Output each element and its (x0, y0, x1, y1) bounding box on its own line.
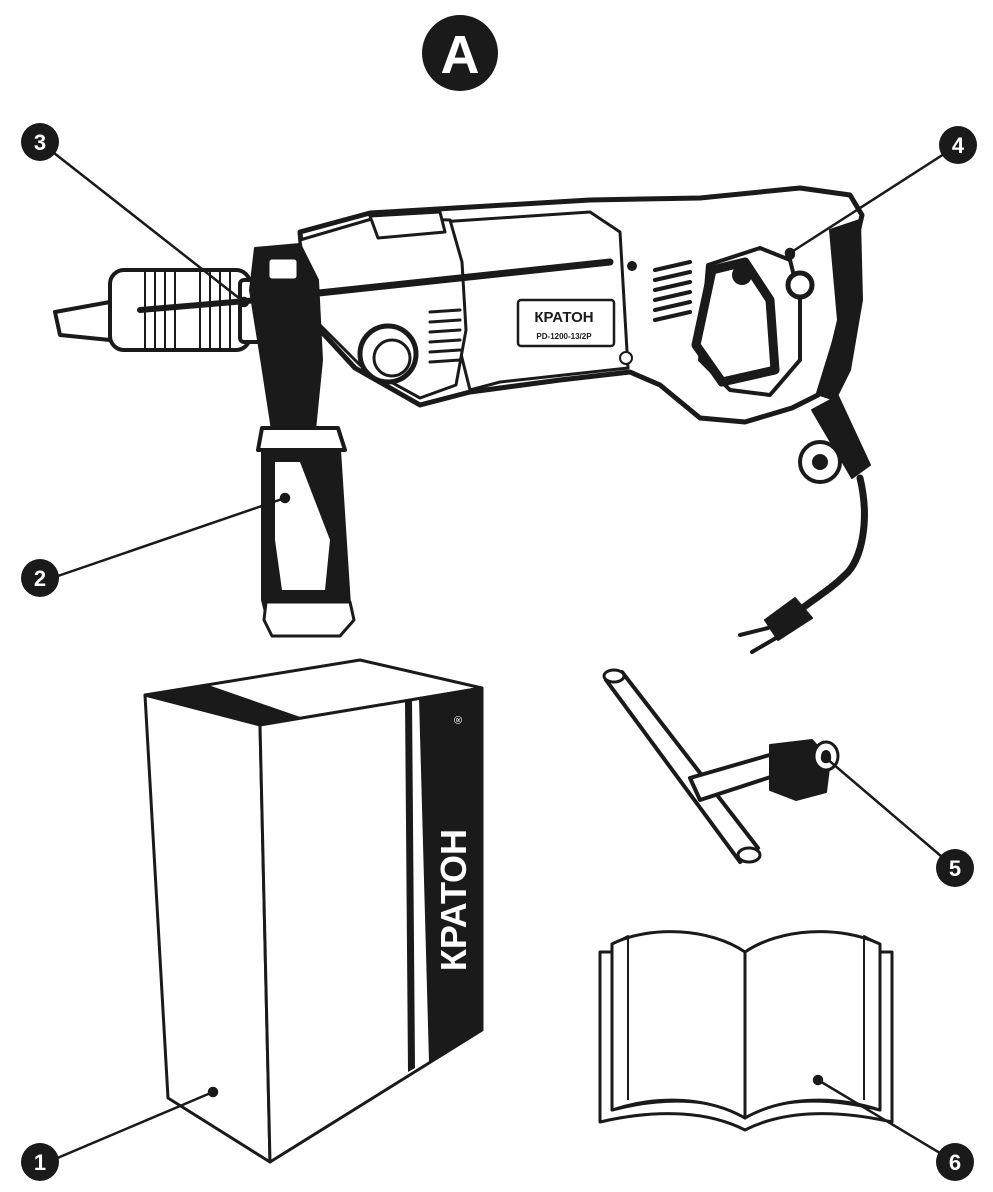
callout-badge-1: 1 (21, 1143, 59, 1181)
callout-badge-5: 5 (936, 849, 974, 887)
gear-vents (428, 308, 462, 364)
drill-model-label: PD-1200-13/2P (536, 332, 592, 341)
trigger (691, 257, 780, 387)
manual-illustration (598, 930, 894, 1132)
manual-left-page (610, 930, 747, 1120)
callout-badge-3: 3 (21, 123, 59, 161)
power-cord (796, 474, 868, 614)
callout-number-5: 5 (949, 856, 961, 881)
header-badge: A (422, 15, 498, 91)
callout-badge-2: 2 (21, 559, 59, 597)
box-brand-label: КРАТОН (433, 829, 474, 971)
chuck-key-illustration (602, 668, 840, 864)
callout-number-2: 2 (34, 566, 46, 591)
drill-brand-label: КРАТОН (534, 309, 593, 326)
callout-number-3: 3 (34, 130, 46, 155)
brand-plate: КРАТОН PD-1200-13/2P (516, 298, 616, 348)
callout-badge-4: 4 (939, 126, 977, 164)
cord-guard (798, 395, 871, 484)
callout-number-4: 4 (952, 133, 965, 158)
callout-number-6: 6 (949, 1150, 961, 1175)
impact-drill-illustration: КРАТОН PD-1200-13/2P (53, 185, 871, 654)
callout-badge-6: 6 (936, 1143, 974, 1181)
header-letter: A (441, 25, 480, 85)
manual-right-page (743, 930, 882, 1120)
drill-chuck (53, 268, 264, 352)
rear-vents (653, 260, 692, 322)
power-plug (738, 597, 813, 654)
box-registered-mark: ® (453, 716, 465, 724)
box-left-side (143, 693, 272, 1164)
callout-number-1: 1 (34, 1150, 46, 1175)
mode-switch-knob (357, 323, 419, 385)
depth-rod (296, 258, 614, 299)
packaging-box-illustration: КРАТОН ® (143, 658, 484, 1164)
callout-leaders (39, 141, 959, 1164)
